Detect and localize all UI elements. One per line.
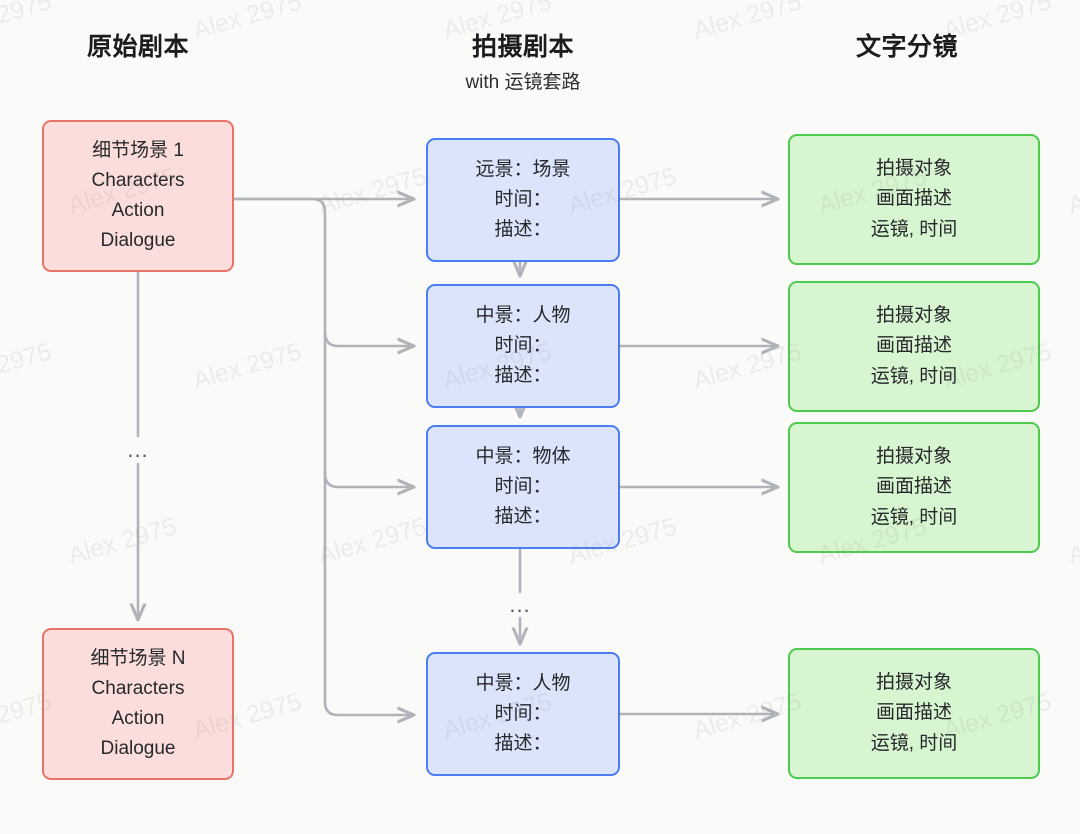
node-line: 细节场景 1 (92, 139, 184, 161)
shot-node-shot-2[interactable]: 中景：人物时间： 描述： (426, 284, 620, 408)
node-line: 远景：场景 (475, 158, 571, 180)
storyboard-node-board-2[interactable]: 拍摄对象画面描述运镜, 时间 (788, 281, 1040, 412)
node-line: 运镜, 时间 (870, 506, 958, 528)
node-line: 拍摄对象 (875, 446, 952, 468)
column-title: 文字分镜 (855, 33, 959, 61)
wire-trunk-to-shot3 (323, 471, 414, 487)
node-line: Dialogue (100, 738, 176, 760)
node-line: 时间： (494, 188, 552, 210)
node-line: 运镜, 时间 (870, 365, 958, 387)
scene-ellipsis: ... (127, 437, 149, 462)
node-line: Action (111, 708, 165, 729)
column-title: 原始剧本 (86, 33, 190, 61)
node-line: 描述： (494, 219, 552, 240)
node-line: 拍摄对象 (875, 672, 952, 694)
node-line: 画面描述 (875, 188, 952, 210)
storyboard-node-board-n[interactable]: 拍摄对象画面描述运镜, 时间 (788, 648, 1040, 779)
column-title: 拍摄剧本 (471, 33, 575, 61)
node-line: 时间： (494, 334, 552, 356)
storyboard-node-board-3[interactable]: 拍摄对象画面描述运镜, 时间 (788, 422, 1040, 553)
wire-trunk-to-shot2 (323, 330, 414, 346)
node-line: Characters (91, 169, 185, 191)
node-line: 运镜, 时间 (870, 732, 958, 754)
node-line: 描述： (494, 365, 552, 386)
node-line: 时间： (494, 475, 552, 497)
shot-node-shot-1[interactable]: 远景：场景时间： 描述： (426, 138, 620, 262)
wire-scene-trunk-to-shotN (232, 197, 414, 715)
shot-node-shot-3[interactable]: 中景：物体时间： 描述： (426, 425, 620, 549)
node-line: Dialogue (100, 230, 176, 252)
node-line: 中景：人物 (475, 672, 571, 694)
column-header-shooting-script: 拍摄剧本 with 运镜套路 (465, 32, 580, 96)
node-line: Action (111, 200, 165, 221)
node-line: 描述： (494, 733, 552, 754)
shot-ellipsis: ... (509, 592, 531, 617)
storyboard-node-board-1[interactable]: 拍摄对象画面描述运镜, 时间 (788, 134, 1040, 265)
column-header-text-storyboard: 文字分镜 (856, 32, 958, 63)
node-line: 画面描述 (875, 335, 952, 357)
node-line: 中景：人物 (475, 304, 571, 326)
shot-node-shot-n[interactable]: 中景：人物时间： 描述： (426, 652, 620, 776)
node-line: 画面描述 (875, 702, 952, 724)
node-line: 拍摄对象 (875, 158, 952, 180)
column-subtitle: with 运镜套路 (465, 72, 581, 94)
node-line: 拍摄对象 (875, 305, 952, 327)
node-line: Characters (91, 677, 185, 699)
node-line: 时间： (494, 702, 552, 724)
node-line: 画面描述 (875, 476, 952, 498)
node-line: 运镜, 时间 (870, 218, 958, 240)
node-line: 描述： (494, 506, 552, 527)
node-line: 细节场景 N (90, 647, 186, 669)
node-line: 中景：物体 (475, 445, 571, 467)
column-header-original-script: 原始剧本 (87, 32, 189, 63)
